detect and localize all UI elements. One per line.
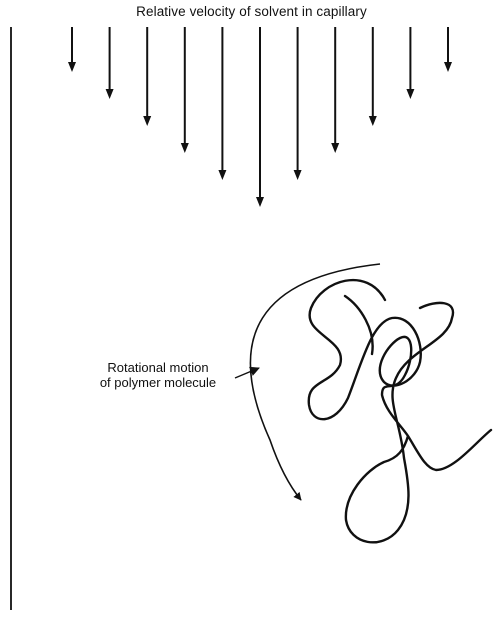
velocity-arrowhead-6 <box>256 197 264 207</box>
polymer-molecule <box>307 278 493 544</box>
rotation-label-line2: of polymer molecule <box>99 375 217 390</box>
velocity-arrowhead-11 <box>444 62 452 72</box>
velocity-arrowhead-2 <box>105 89 114 99</box>
velocity-arrowhead-1 <box>68 62 76 72</box>
rotation-label-line1: Rotational motion <box>107 360 209 375</box>
diagram-title: Relative velocity of solvent in capillar… <box>136 4 367 19</box>
label-pointer <box>234 366 260 379</box>
velocity-arrowhead-8 <box>331 143 340 153</box>
velocity-arrowhead-10 <box>406 89 415 99</box>
velocity-arrowhead-3 <box>143 116 152 126</box>
velocity-arrowhead-4 <box>180 143 189 153</box>
rotation-label: Rotational motion of polymer molecule <box>70 360 246 390</box>
rotation-arrow <box>249 263 381 501</box>
velocity-arrowhead-7 <box>293 170 302 180</box>
velocity-arrows <box>68 27 452 207</box>
velocity-arrowhead-5 <box>218 170 227 180</box>
velocity-arrowhead-9 <box>368 116 377 126</box>
